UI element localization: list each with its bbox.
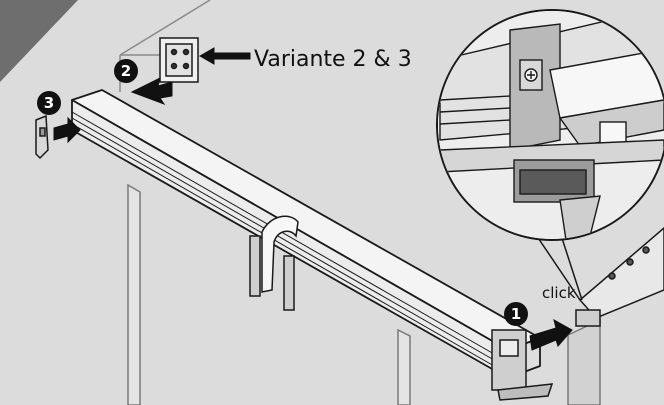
step-badge-3: 3 [37,91,61,115]
side-rail-right [575,227,664,327]
click-label: click [542,284,576,302]
detail-magnifier [436,9,664,301]
svg-text:3: 3 [44,94,54,112]
svg-text:1: 1 [511,305,521,323]
top-rail [71,89,541,379]
rail-end-connector [491,329,554,401]
packing-strap [249,215,299,311]
arrows [53,47,573,351]
step-1-arrow [529,319,573,351]
corner-mark [0,0,78,82]
end-cap-left [35,114,49,160]
step-3-arrow [53,116,81,144]
step-badge-1: 1 [504,302,528,326]
svg-text:2: 2 [121,62,131,80]
variant-label: Variante 2 & 3 [254,47,412,72]
wall-bracket [159,37,199,83]
step-badge-2: 2 [114,59,138,83]
pointer-arrow-variant [198,47,251,65]
step-2-arrow [130,77,173,106]
